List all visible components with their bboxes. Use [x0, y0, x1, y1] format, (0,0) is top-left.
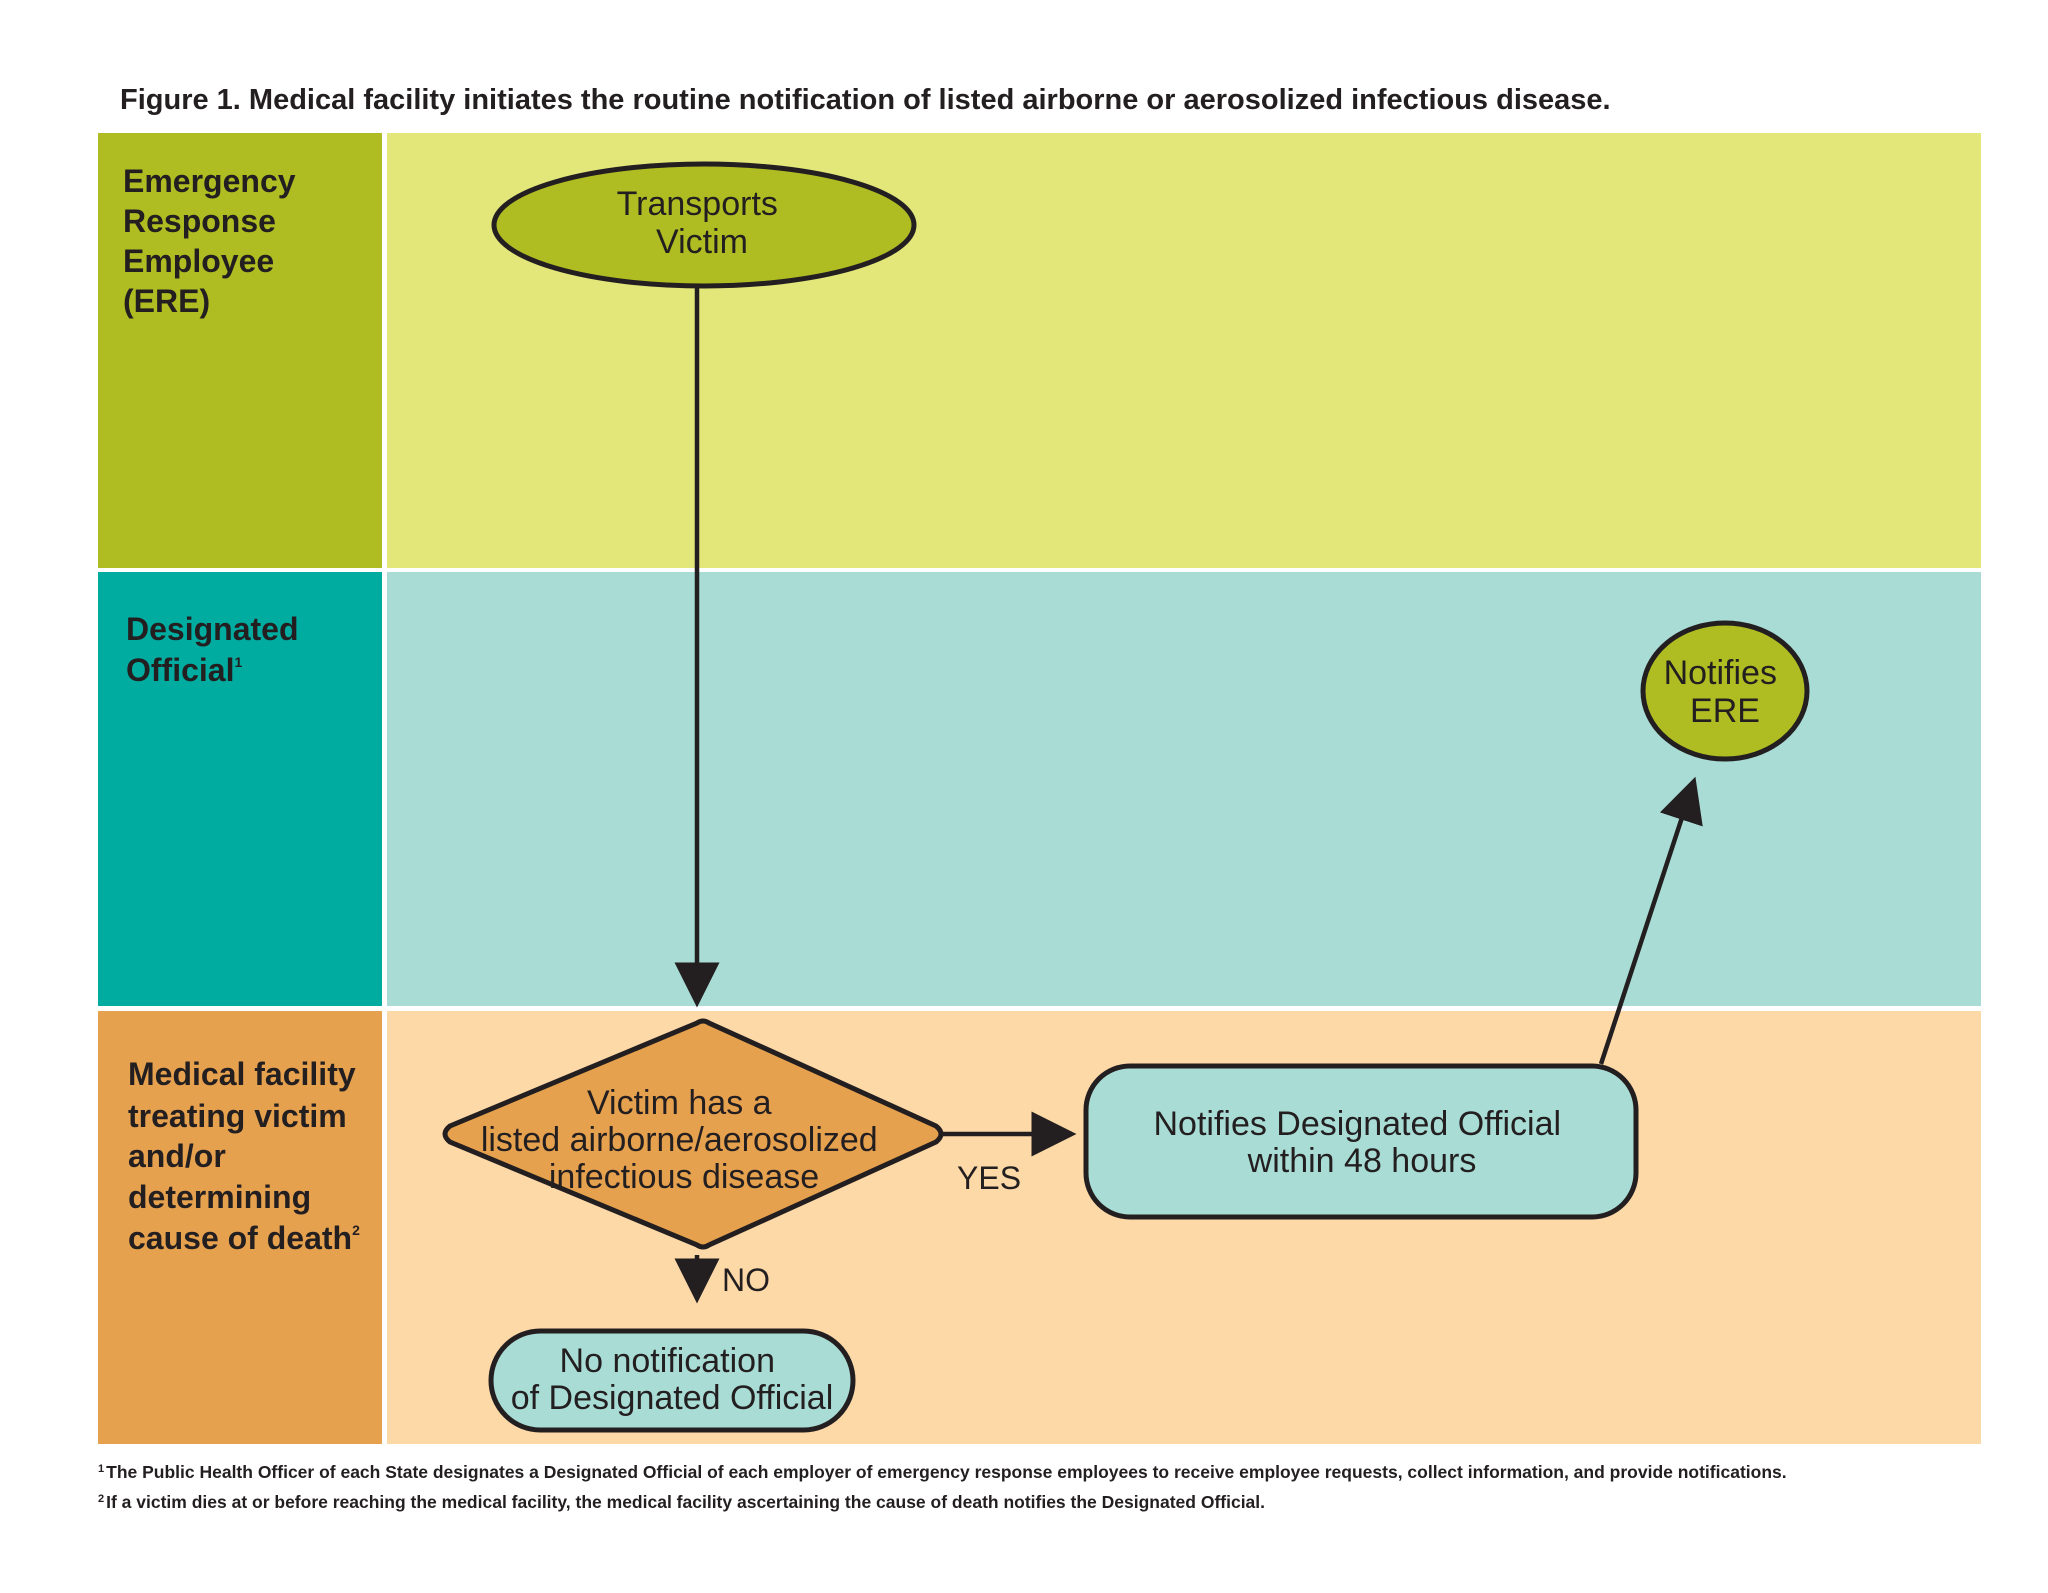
node-transports-victim: Transports Victim	[491, 161, 917, 289]
node-no-notification: No notification of Designated Official	[488, 1328, 856, 1433]
node-notifies-designated-official: Notifies Designated Official within 48 h…	[1083, 1063, 1639, 1220]
lane-do-label-bg	[98, 572, 382, 1006]
transports-victim-text: Transports Victim	[617, 185, 788, 261]
figure-title: Figure 1. Medical facility initiates the…	[120, 84, 1611, 116]
decision-diamond-shape	[442, 1018, 944, 1250]
footnote-2-mark: 2	[98, 1493, 105, 1505]
no-label: NO	[722, 1262, 770, 1298]
lane-ere-label-bg	[98, 133, 382, 568]
transports-victim-shape	[491, 161, 917, 289]
notifies-ere-shape	[1640, 620, 1810, 762]
edge-notifies-do-to-ere	[1598, 776, 1703, 1065]
lane-mf-label-bg	[98, 1011, 382, 1444]
node-notifies-ere: Notifies ERE	[1640, 620, 1810, 762]
lane-mf-label: Medical facility treating victim and/or …	[128, 1056, 365, 1256]
yes-label: YES	[957, 1160, 1021, 1196]
notifies-ere-text: Notifies ERE	[1664, 654, 1787, 730]
no-notification-shape	[488, 1328, 856, 1433]
lane-ere-label: Emergency Response Employee (ERE)	[123, 163, 304, 319]
footnote-2-text: If a victim dies at or before reaching t…	[106, 1492, 1266, 1512]
lane-medical-facility: Medical facility treating victim and/or …	[98, 1011, 1981, 1444]
notifies-do-shape	[1083, 1063, 1639, 1220]
footnote-1-text: The Public Health Officer of each State …	[106, 1462, 1787, 1482]
no-notification-text: No notification of Designated Official	[511, 1342, 834, 1417]
notifies-do-text: Notifies Designated Official within 48 h…	[1153, 1105, 1570, 1180]
lane-do-label: Designated Official1	[126, 611, 307, 688]
node-decision: Victim has a listed airborne/aerosolized…	[442, 1018, 944, 1250]
lane-ere: Emergency Response Employee (ERE)	[98, 133, 1981, 568]
footnote-1-mark: 1	[98, 1463, 105, 1475]
decision-text: Victim has a listed airborne/aerosolized…	[481, 1084, 887, 1196]
